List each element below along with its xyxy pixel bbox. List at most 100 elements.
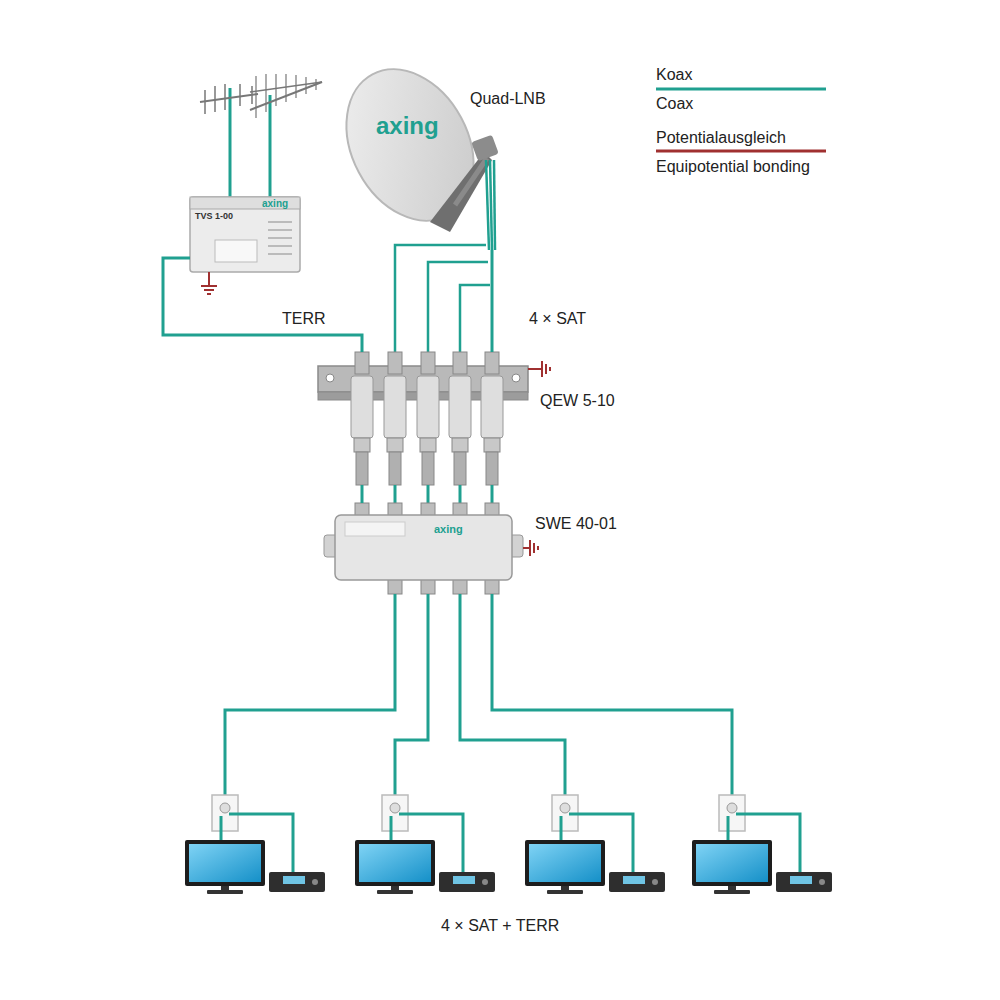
illustration-part xyxy=(395,594,428,795)
illustration-part xyxy=(537,546,539,550)
illustration-part xyxy=(547,890,583,894)
illustration-part xyxy=(355,840,435,886)
illustration-part xyxy=(623,876,645,884)
illustration-part xyxy=(395,160,495,352)
illustration-part xyxy=(391,886,399,890)
illustration-part xyxy=(492,594,732,795)
illustration-part xyxy=(417,376,439,438)
device-label: axing xyxy=(376,112,439,140)
illustration-part xyxy=(481,376,503,438)
illustration-part xyxy=(449,376,471,438)
illustration-part xyxy=(265,74,266,112)
illustration-part xyxy=(239,84,241,106)
legend-text: Koax xyxy=(656,66,692,84)
illustration-part xyxy=(390,816,393,840)
illustration-part xyxy=(459,485,462,503)
illustration-part xyxy=(656,150,826,153)
illustration-part xyxy=(255,76,256,118)
illustration-part xyxy=(541,361,543,377)
device-node: QEW 5-10 xyxy=(318,352,625,485)
illustration-part xyxy=(335,515,512,580)
edge-label: 4 × SAT xyxy=(527,310,588,328)
illustration-part xyxy=(494,160,495,250)
illustration-part xyxy=(533,543,535,553)
illustration-part xyxy=(561,886,569,890)
illustration-part xyxy=(200,94,258,102)
illustration-part xyxy=(428,262,488,352)
illustration-part xyxy=(351,352,503,485)
illustration-part xyxy=(394,485,397,503)
illustration-part xyxy=(220,803,230,813)
legend-text: Coax xyxy=(656,95,693,113)
illustration-part xyxy=(512,374,520,382)
illustration-part xyxy=(208,272,210,286)
illustration-part xyxy=(283,876,305,884)
illustration-part xyxy=(652,879,658,885)
illustration-part xyxy=(312,879,318,885)
illustration-part xyxy=(656,88,826,91)
illustration-part xyxy=(351,376,373,438)
illustration-part xyxy=(229,88,232,197)
illustration-part xyxy=(714,890,750,894)
illustration-part xyxy=(268,245,292,247)
illustration-part xyxy=(484,438,500,452)
device-label: SWE 40-01 xyxy=(535,515,617,533)
illustration-part xyxy=(523,547,530,549)
illustration-part xyxy=(430,152,492,232)
device-label: TVS 1-00 xyxy=(195,211,233,221)
illustration-part xyxy=(485,352,499,374)
illustration-part xyxy=(207,293,211,295)
illustration-part xyxy=(355,352,369,374)
device-node: axingQuad-LNB xyxy=(350,60,555,250)
device-text: axing xyxy=(434,523,463,536)
illustration-part xyxy=(819,879,825,885)
illustration-part xyxy=(529,844,601,882)
coax-connector xyxy=(163,258,362,352)
illustration-part xyxy=(204,289,214,291)
coax-connector xyxy=(491,250,494,352)
illustration-part xyxy=(269,95,272,197)
illustration-part xyxy=(224,84,226,110)
illustration-part xyxy=(190,197,300,272)
illustration-part xyxy=(225,594,395,795)
illustration-part xyxy=(421,352,435,374)
illustration-part xyxy=(268,222,292,254)
illustration-part xyxy=(460,594,565,795)
illustration-part xyxy=(387,438,403,452)
illustration-part xyxy=(269,872,325,892)
caption-label: 4 × SAT + TERR xyxy=(441,917,559,935)
illustration-part xyxy=(214,86,216,112)
legend-text: Equipotential bonding xyxy=(656,158,810,176)
illustration-part xyxy=(268,229,292,231)
illustration-part xyxy=(471,135,499,161)
illustration-part xyxy=(275,74,276,106)
illustration-part xyxy=(460,285,490,352)
illustration-part xyxy=(221,886,229,890)
illustration-part xyxy=(345,522,405,536)
device-label: QEW 5-10 xyxy=(540,392,615,410)
illustration-part xyxy=(486,452,498,485)
illustration-part xyxy=(560,816,563,840)
illustration-part xyxy=(776,872,832,892)
illustration-part xyxy=(354,438,370,452)
illustration-part xyxy=(529,540,531,556)
illustration-part xyxy=(525,840,605,886)
device-text: axing xyxy=(262,198,288,210)
illustration-part xyxy=(220,816,223,840)
illustration-part xyxy=(315,79,316,90)
illustration-part xyxy=(422,452,434,485)
illustration-part xyxy=(692,840,772,886)
illustration-part xyxy=(285,74,286,102)
illustration-part xyxy=(326,374,334,382)
illustration-part xyxy=(395,485,492,503)
illustration-part xyxy=(268,221,292,223)
illustration-part xyxy=(609,872,665,892)
illustration-part xyxy=(696,844,768,882)
illustration-part xyxy=(268,253,292,255)
illustration-part xyxy=(453,876,475,884)
illustration-part xyxy=(389,452,401,485)
illustration-part xyxy=(295,75,296,98)
illustration-part xyxy=(356,452,368,485)
